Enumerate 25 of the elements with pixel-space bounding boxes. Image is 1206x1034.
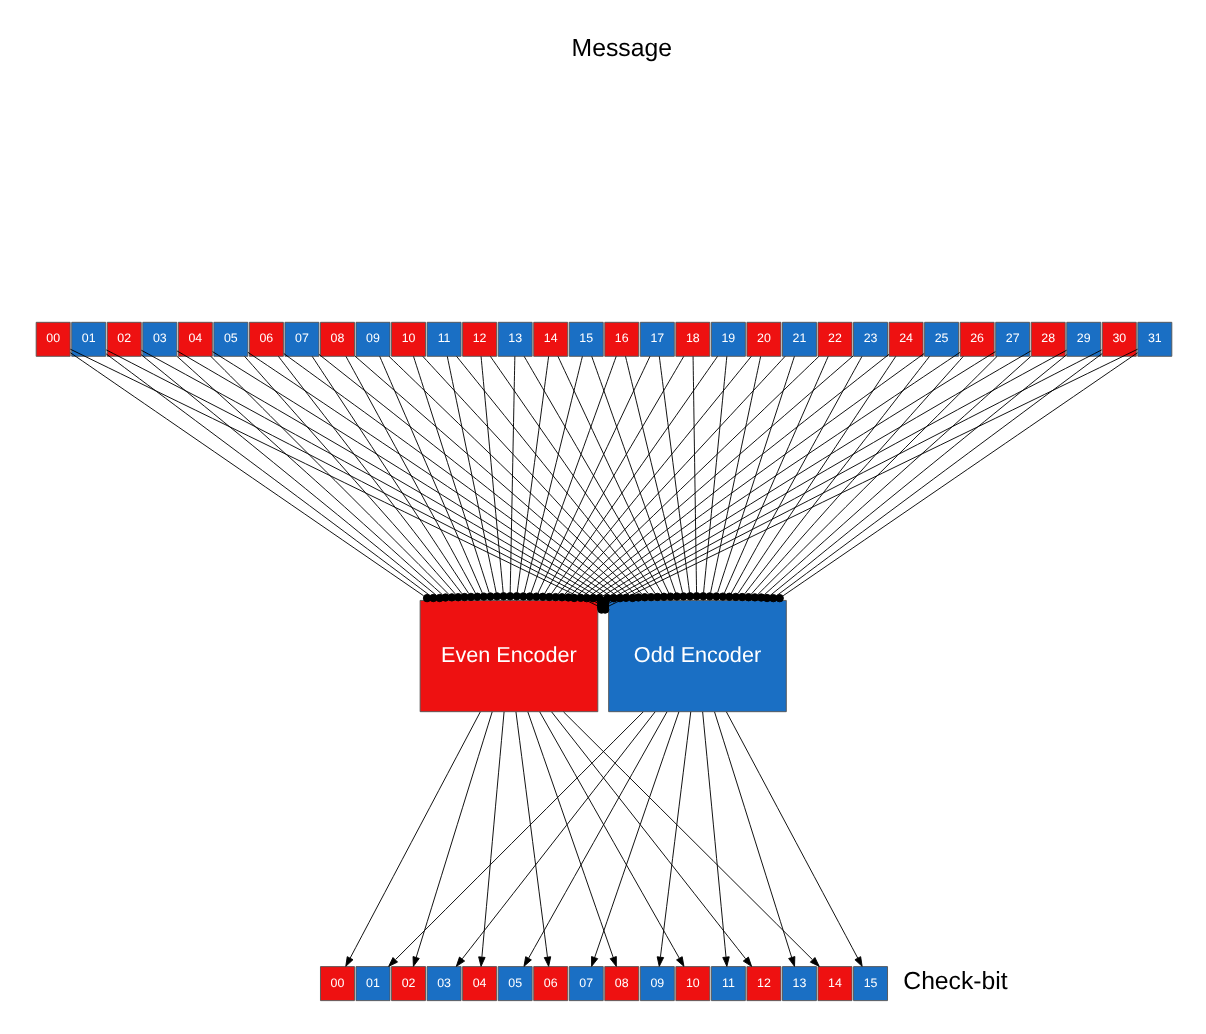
arrow (514, 711, 551, 967)
arrow (526, 711, 616, 967)
arrow (344, 711, 480, 967)
label: Check-bit (902, 967, 1007, 996)
node-box: Odd Encoder (607, 599, 786, 713)
connector (479, 355, 507, 601)
connector (504, 355, 515, 601)
arrow (562, 711, 819, 967)
arrow (522, 711, 667, 967)
node-box: Even Encoder (418, 599, 598, 713)
label: Message (570, 34, 671, 63)
connector (691, 355, 700, 601)
arrow (454, 711, 655, 967)
arrow (538, 711, 684, 967)
arrow (713, 711, 795, 967)
arrow (590, 711, 679, 967)
arrow (725, 711, 862, 967)
arrow (701, 711, 729, 967)
arrow (550, 711, 752, 967)
arrow (655, 711, 691, 967)
connector (698, 355, 727, 601)
arrow (411, 711, 492, 967)
connector (511, 355, 549, 601)
arrow (387, 711, 643, 967)
arrow (477, 711, 504, 967)
